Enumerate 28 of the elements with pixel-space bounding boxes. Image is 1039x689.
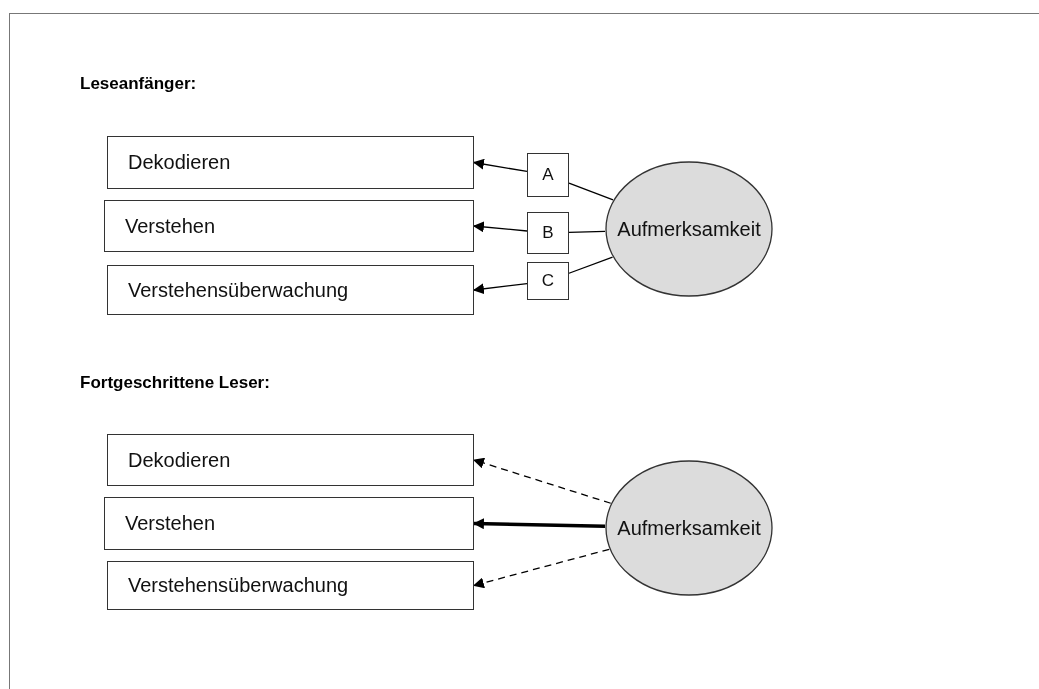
node-label: Verstehensüberwachung <box>128 278 349 302</box>
node-label: Dekodieren <box>128 151 231 174</box>
node-label: Verstehen <box>125 512 216 535</box>
node-label: Verstehen <box>125 214 216 238</box>
node-label: Verstehensüberwachung <box>128 574 349 597</box>
process-box <box>107 434 474 486</box>
arrow <box>472 221 528 233</box>
process-box <box>107 561 474 610</box>
process-box <box>107 136 474 189</box>
section-heading: Leseanfänger: <box>80 74 197 94</box>
arrow <box>472 158 528 173</box>
arrow <box>472 548 610 589</box>
letter-box <box>527 262 569 300</box>
process-box <box>104 200 474 252</box>
node-label: Aufmerksamkeit <box>617 516 761 540</box>
process-box <box>104 497 474 550</box>
section-heading: Fortgeschrittene Leser: <box>80 373 270 393</box>
letter-box <box>527 212 569 254</box>
arrow <box>472 282 528 295</box>
arrow <box>472 518 606 530</box>
letter-box <box>527 153 569 197</box>
node-label: A <box>542 165 554 185</box>
node-label: Dekodieren <box>128 448 231 472</box>
process-box <box>107 265 474 315</box>
node-label: C <box>541 271 555 291</box>
node-label: Aufmerksamkeit <box>617 217 761 241</box>
arrow <box>472 457 612 504</box>
node-label: B <box>542 223 554 243</box>
